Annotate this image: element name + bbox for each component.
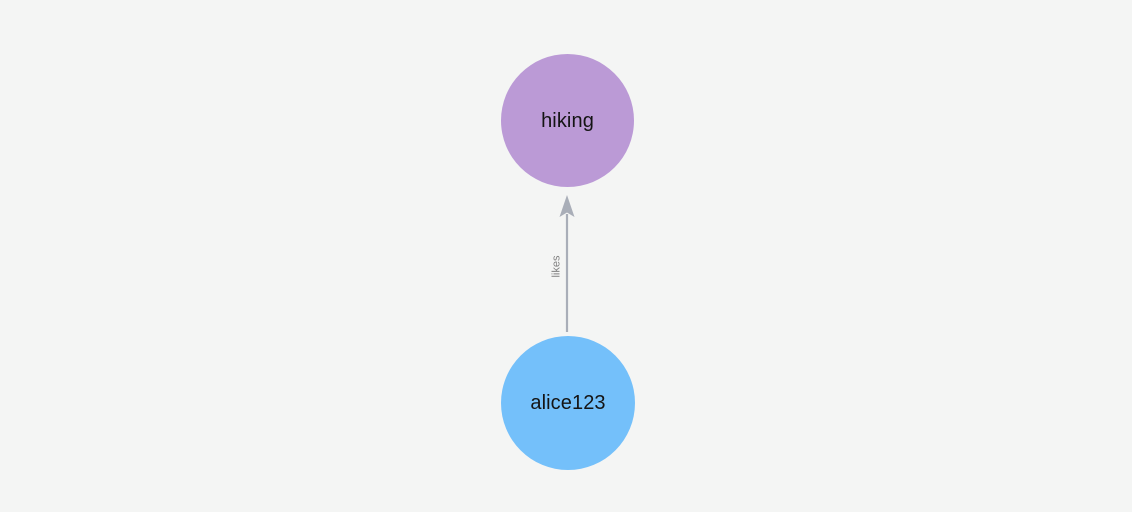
edge-alice123-likes-hiking[interactable] bbox=[559, 195, 575, 332]
edge-label-likes: likes bbox=[550, 255, 563, 278]
graph-node-alice123[interactable]: alice123 bbox=[501, 336, 635, 470]
node-label-alice123: alice123 bbox=[530, 392, 606, 414]
arrowhead-up-icon bbox=[559, 195, 575, 217]
graph-node-hiking[interactable]: hiking bbox=[501, 54, 634, 187]
node-label-hiking: hiking bbox=[541, 109, 594, 132]
